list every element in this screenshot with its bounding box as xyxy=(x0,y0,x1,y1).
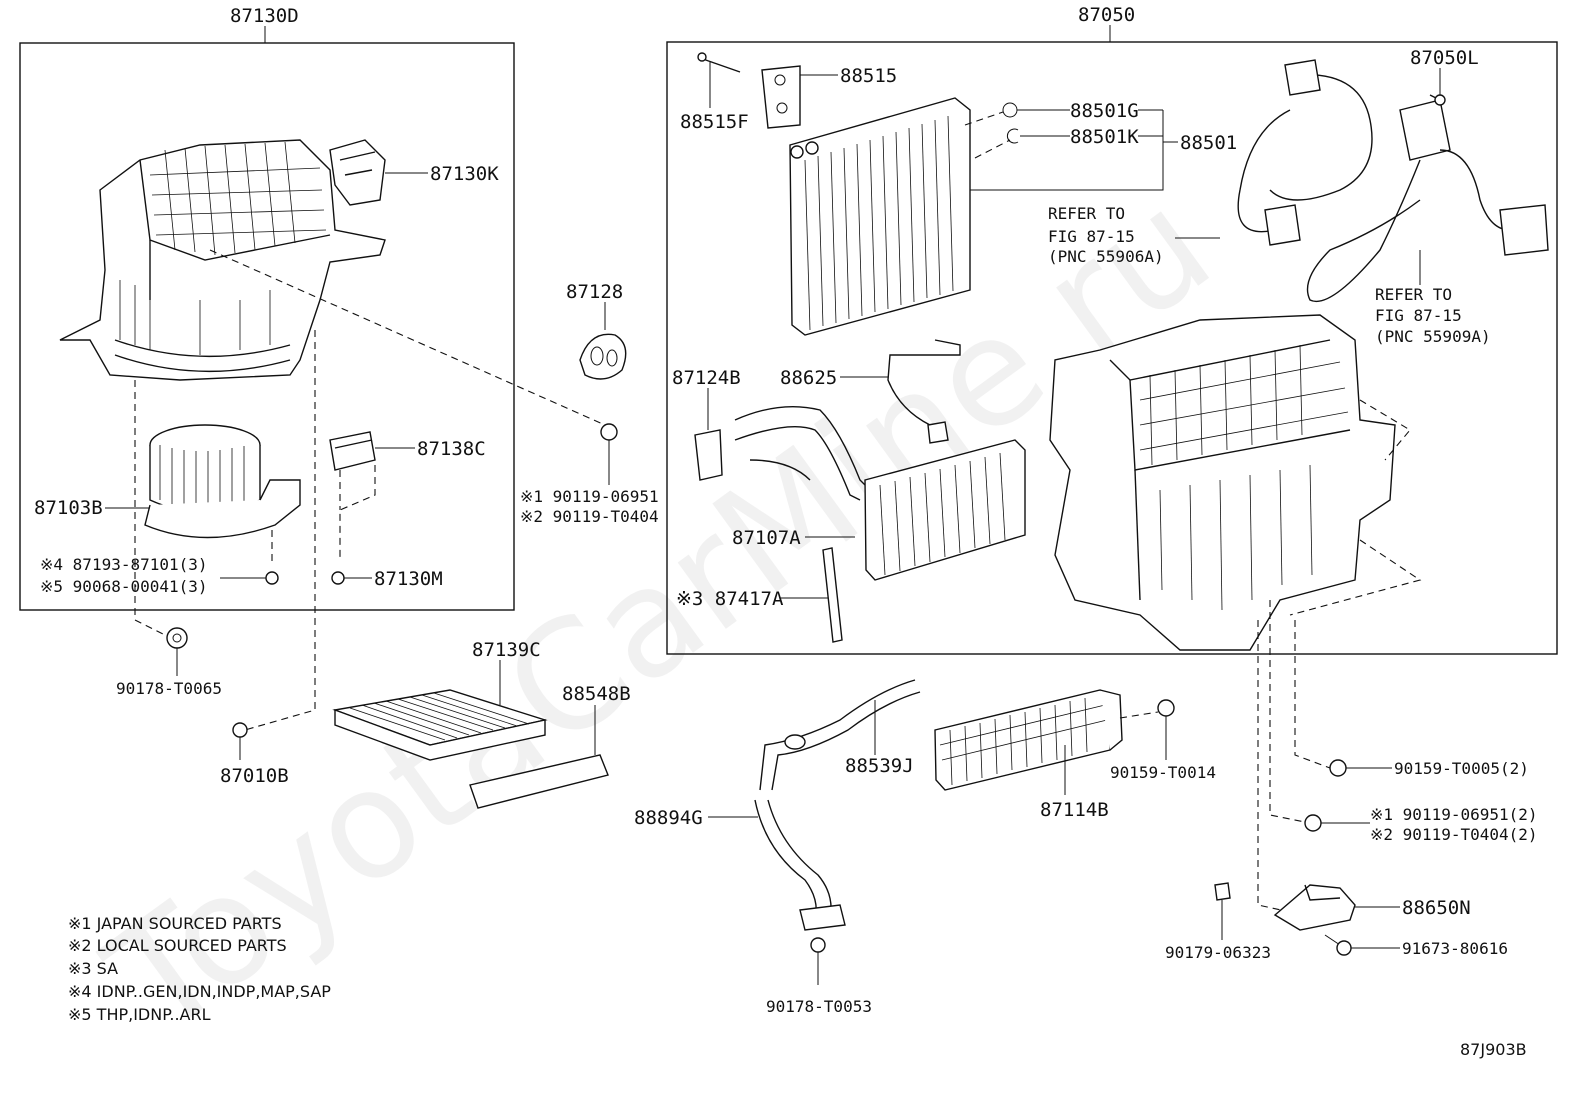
refer-to-2c: (PNC 55909A) xyxy=(1375,327,1491,346)
hvac-unit-87050-drawing xyxy=(1049,314,1422,651)
label-88539J: 88539J xyxy=(845,755,914,777)
label-90179-06323: 90179-06323 xyxy=(1165,943,1271,962)
label-88501G: 88501G xyxy=(1070,100,1139,122)
note-3: ※3 SA xyxy=(68,959,118,978)
oring-88501K-drawing xyxy=(974,128,1070,159)
blower-motor-87103B-drawing xyxy=(105,424,301,539)
label-90159-T0005: 90159-T0005(2) xyxy=(1394,759,1529,778)
filter-87139C-drawing xyxy=(332,660,548,761)
label-90119-T0404: ※2 90119-T0404 xyxy=(520,507,659,526)
label-88515: 88515 xyxy=(840,65,897,87)
group-box-87130D xyxy=(19,42,515,611)
bracket-88650N-drawing xyxy=(1273,884,1400,931)
refer-to-1b: FIG 87-15 xyxy=(1048,227,1135,246)
label-90119-T0404-2: ※2 90119-T0404(2) xyxy=(1370,825,1538,844)
cover-88548B-drawing xyxy=(469,705,609,809)
heater-core-87107A-drawing xyxy=(734,406,1026,581)
label-88515F: 88515F xyxy=(680,111,749,133)
label-87128: 87128 xyxy=(566,281,623,303)
label-90159-T0014: 90159-T0014 xyxy=(1110,763,1216,782)
note-5: ※5 THP,IDNP..ARL xyxy=(68,1005,211,1024)
screw-90119-2-drawing xyxy=(1304,814,1370,832)
servo-harness-drawing xyxy=(1237,59,1549,302)
figure-id: 87J903B xyxy=(1460,1040,1527,1059)
refer-to-1a: REFER TO xyxy=(1048,204,1125,223)
label-87124B: 87124B xyxy=(672,367,741,389)
label-87139C: 87139C xyxy=(472,639,541,661)
group-label-87130D: 87130D xyxy=(230,5,299,27)
label-88548B: 88548B xyxy=(562,683,631,705)
strip-87417A-drawing xyxy=(780,547,843,643)
note-1: ※1 JAPAN SOURCED PARTS xyxy=(68,914,282,933)
label-88650N: 88650N xyxy=(1402,897,1471,919)
group-label-87050: 87050 xyxy=(1078,4,1135,26)
label-87107A: 87107A xyxy=(732,527,801,549)
label-88501K: 88501K xyxy=(1070,126,1139,148)
label-87417A: ※3 87417A xyxy=(676,588,784,610)
servo-motor-87130K-drawing xyxy=(329,139,428,206)
notes-list: ※1 JAPAN SOURCED PARTS ※2 LOCAL SOURCED … xyxy=(68,914,331,1024)
label-87050L: 87050L xyxy=(1410,47,1479,69)
screw-91673-80616-drawing xyxy=(1324,934,1400,956)
refer-to-1c: (PNC 55906A) xyxy=(1048,247,1164,266)
blower-case-drawing xyxy=(59,139,386,381)
label-87103B: 87103B xyxy=(34,497,103,519)
label-87114B: 87114B xyxy=(1040,799,1109,821)
group-box-87050 xyxy=(666,41,1558,655)
expansion-valve-88515-drawing xyxy=(697,52,838,129)
label-90178-T0053: 90178-T0053 xyxy=(766,997,872,1016)
oring-88501G-drawing xyxy=(964,102,1070,126)
label-90068: ※5 90068-00041(3) xyxy=(40,577,208,596)
grommet-90178-T0065-drawing xyxy=(166,627,188,676)
heater-87114B-drawing xyxy=(934,689,1159,795)
sensor-88625-drawing xyxy=(840,339,961,444)
grommet-87128-drawing xyxy=(579,302,627,380)
label-90119-06951: ※1 90119-06951 xyxy=(520,487,659,506)
clip-90179-06323-drawing xyxy=(1214,882,1231,940)
label-88501: 88501 xyxy=(1180,132,1237,154)
screw-90159-T0005-drawing xyxy=(1329,759,1392,777)
screw-87193-drawing xyxy=(220,530,279,585)
clamp-87124B-drawing xyxy=(694,388,723,481)
screw-87130M-drawing xyxy=(331,571,372,585)
label-87130M: 87130M xyxy=(374,568,443,590)
label-87130K: 87130K xyxy=(430,163,499,185)
refer-to-2a: REFER TO xyxy=(1375,285,1452,304)
label-91673-80616: 91673-80616 xyxy=(1402,939,1508,958)
screw-87010B-drawing xyxy=(232,722,248,760)
refer-to-2b: FIG 87-15 xyxy=(1375,306,1462,325)
hose-88894G-drawing xyxy=(708,799,846,985)
label-87010B: 87010B xyxy=(220,765,289,787)
label-87138C: 87138C xyxy=(417,438,486,460)
evaporator-88501-drawing xyxy=(789,97,1178,336)
resistor-87138C-drawing xyxy=(329,431,415,560)
label-88894G: 88894G xyxy=(634,807,703,829)
note-4: ※4 IDNP..GEN,IDN,INDP,MAP,SAP xyxy=(68,982,331,1001)
label-87193: ※4 87193-87101(3) xyxy=(40,555,208,574)
label-88625: 88625 xyxy=(780,367,837,389)
label-90178-T0065: 90178-T0065 xyxy=(116,679,222,698)
label-90119-06951-2: ※1 90119-06951(2) xyxy=(1370,805,1538,824)
screw-90159-T0014-drawing xyxy=(1157,699,1175,760)
note-2: ※2 LOCAL SOURCED PARTS xyxy=(68,936,287,955)
screw-90119-drawing xyxy=(600,423,618,485)
hose-88539J-drawing xyxy=(759,679,921,791)
